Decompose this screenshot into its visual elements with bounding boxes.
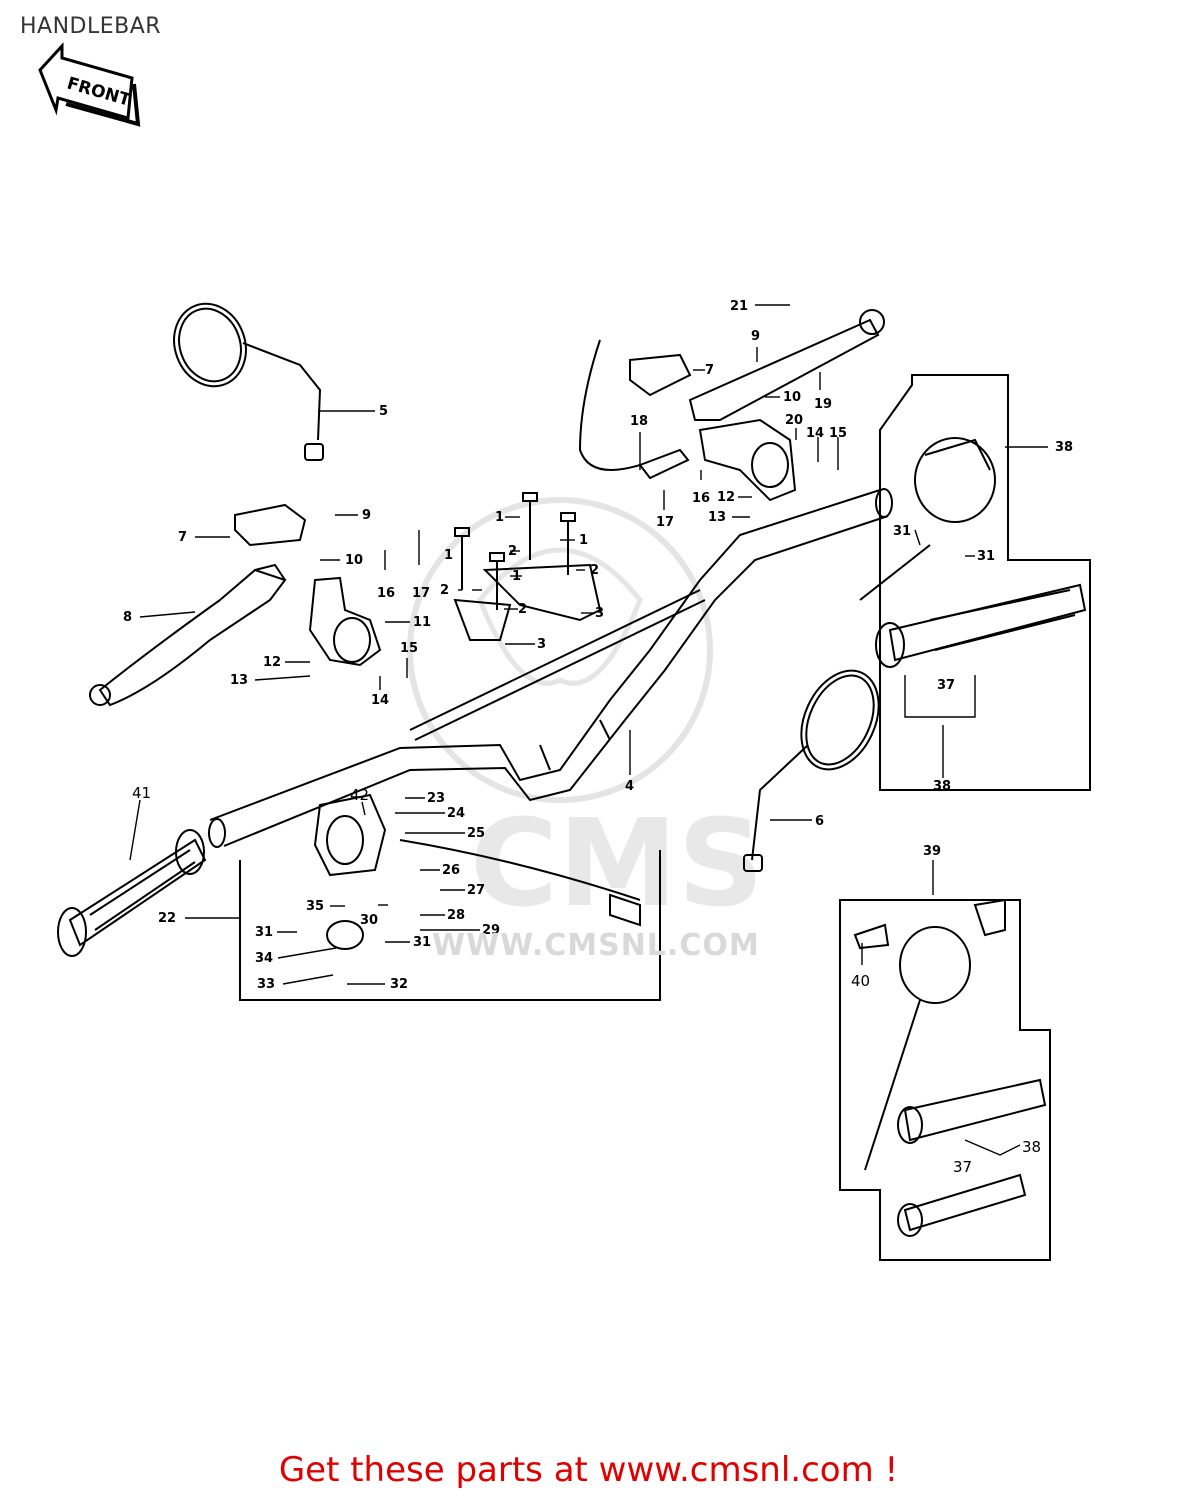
callout-13-top: 13 xyxy=(708,510,726,525)
callout-5: 5 xyxy=(379,404,388,419)
get-parts-link[interactable]: Get these parts at www.cmsnl.com ! xyxy=(278,1450,899,1490)
callout-16-top: 16 xyxy=(692,491,710,506)
callout-14-left: 14 xyxy=(371,693,389,708)
callout-26: 26 xyxy=(442,863,460,878)
callout-31-left-a: 31 xyxy=(255,925,273,940)
callout-41: 41 xyxy=(132,784,151,802)
callout-38-right: 38 xyxy=(933,779,951,794)
callout-31-left-b: 31 xyxy=(413,935,431,950)
callout-24: 24 xyxy=(447,806,465,821)
callout-35: 35 xyxy=(306,899,324,914)
callout-17-left: 17 xyxy=(412,586,430,601)
callout-38-bottom: 38 xyxy=(1022,1138,1041,1156)
callout-6: 6 xyxy=(815,814,824,829)
callout-37-right: 37 xyxy=(937,678,955,693)
callout-11: 11 xyxy=(413,615,431,630)
callout-8: 8 xyxy=(123,610,132,625)
callout-38-top: 38 xyxy=(1055,440,1073,455)
callout-30: 30 xyxy=(360,913,378,928)
callout-32: 32 xyxy=(390,977,408,992)
callout-28: 28 xyxy=(447,908,465,923)
callout-2-a: 2 xyxy=(508,544,517,559)
callout-33: 33 xyxy=(257,977,275,992)
left-mirror xyxy=(173,302,324,461)
handlebar-tube xyxy=(208,488,893,848)
callout-4: 4 xyxy=(625,779,634,794)
callout-27: 27 xyxy=(467,883,485,898)
page-title: HANDLEBAR xyxy=(20,14,162,39)
watermark-url-text: WWW.CMSNL.COM xyxy=(432,928,760,963)
callout-1-a: 1 xyxy=(495,510,504,525)
callout-23: 23 xyxy=(427,791,445,806)
callout-3-a: 3 xyxy=(595,606,604,621)
callout-39: 39 xyxy=(923,844,941,859)
right-throttle-group xyxy=(859,374,1091,791)
left-grip xyxy=(57,829,207,957)
callout-37-bottom: 37 xyxy=(953,1158,972,1176)
callout-16-left: 16 xyxy=(377,586,395,601)
leader-lines xyxy=(129,304,1048,1156)
callout-labels: 21 9 7 10 19 18 20 14 15 16 12 17 13 38 … xyxy=(123,299,1073,1176)
callout-1-d: 1 xyxy=(512,569,521,584)
callout-13-left: 13 xyxy=(230,673,248,688)
right-lever-holder xyxy=(698,418,797,502)
callout-1-b: 1 xyxy=(579,533,588,548)
callout-1-c: 1 xyxy=(444,548,453,563)
callout-2-d: 2 xyxy=(518,602,527,617)
alt-throttle-group xyxy=(839,898,1051,1261)
callout-2-c: 2 xyxy=(440,583,449,598)
callout-7-top: 7 xyxy=(705,363,714,378)
right-mirror xyxy=(743,669,880,872)
callout-31-right-a: 31 xyxy=(893,524,911,539)
left-lever-holder xyxy=(308,576,382,667)
callout-10-top: 10 xyxy=(783,390,801,405)
callout-12-top: 12 xyxy=(717,490,735,505)
callout-14-top: 14 xyxy=(806,426,824,441)
left-switch-7 xyxy=(234,503,307,547)
callout-18: 18 xyxy=(630,414,648,429)
callout-31-right-b: 31 xyxy=(977,549,995,564)
left-switch-housing-group xyxy=(239,793,661,1001)
callout-2-b: 2 xyxy=(590,563,599,578)
callout-9-left: 9 xyxy=(362,508,371,523)
callout-34: 34 xyxy=(255,951,273,966)
callout-22: 22 xyxy=(158,911,176,926)
callout-12-left: 12 xyxy=(263,655,281,670)
right-brake-lever xyxy=(688,309,885,421)
front-arrow-icon: FRONT xyxy=(38,42,141,127)
callout-29: 29 xyxy=(482,923,500,938)
callout-7-left: 7 xyxy=(178,530,187,545)
callout-40: 40 xyxy=(851,972,870,990)
callout-17-top: 17 xyxy=(656,515,674,530)
left-clutch-lever xyxy=(89,563,287,707)
handlebar-holders xyxy=(453,492,602,641)
callout-9-top: 9 xyxy=(751,329,760,344)
callout-42: 42 xyxy=(350,786,369,804)
callout-3-b: 3 xyxy=(537,637,546,652)
callout-10-left: 10 xyxy=(345,553,363,568)
callout-20: 20 xyxy=(785,413,803,428)
callout-21: 21 xyxy=(730,299,748,314)
callout-19: 19 xyxy=(814,397,832,412)
callout-15-top: 15 xyxy=(829,426,847,441)
callout-15-left: 15 xyxy=(400,641,418,656)
callout-25: 25 xyxy=(467,826,485,841)
right-switch-7 xyxy=(578,339,692,480)
